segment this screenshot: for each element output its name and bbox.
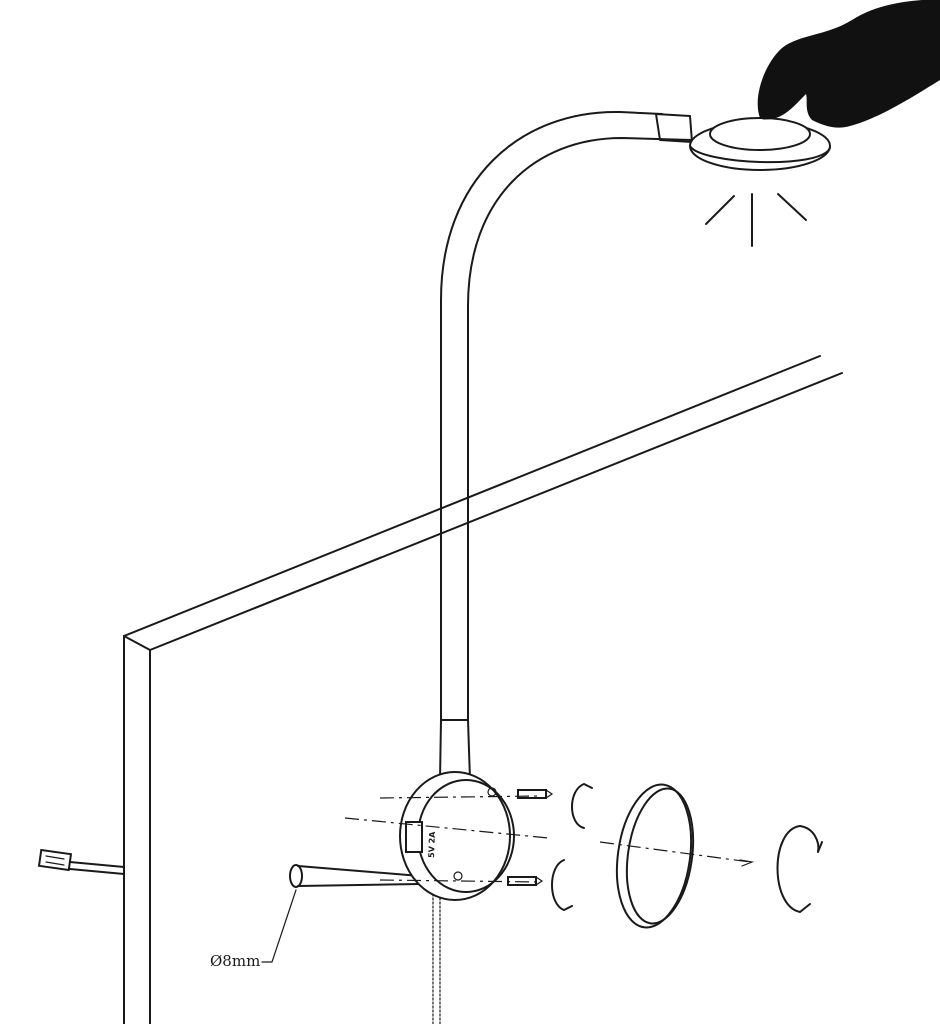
gooseneck-arm	[440, 110, 693, 723]
hole-diameter-label: Ø8mm	[210, 952, 260, 970]
screw-icon	[507, 876, 544, 886]
cable-through-hole	[289, 864, 421, 888]
lamp-head	[655, 113, 831, 171]
usb-plug-icon	[37, 848, 125, 875]
power-cable	[432, 889, 441, 1024]
cover-plate	[615, 783, 695, 929]
screw-icon	[517, 789, 554, 799]
base-housing: 5V 2A	[399, 719, 515, 901]
light-rays-icon	[705, 193, 807, 247]
wall-panel	[123, 355, 843, 1024]
hole-diameter-callout: Ø8mm	[210, 889, 297, 970]
rotate-arrow-icon	[551, 783, 823, 913]
rating-label: 5V 2A	[427, 831, 437, 858]
hand-icon	[757, 0, 940, 128]
alignment-lines	[344, 795, 755, 883]
